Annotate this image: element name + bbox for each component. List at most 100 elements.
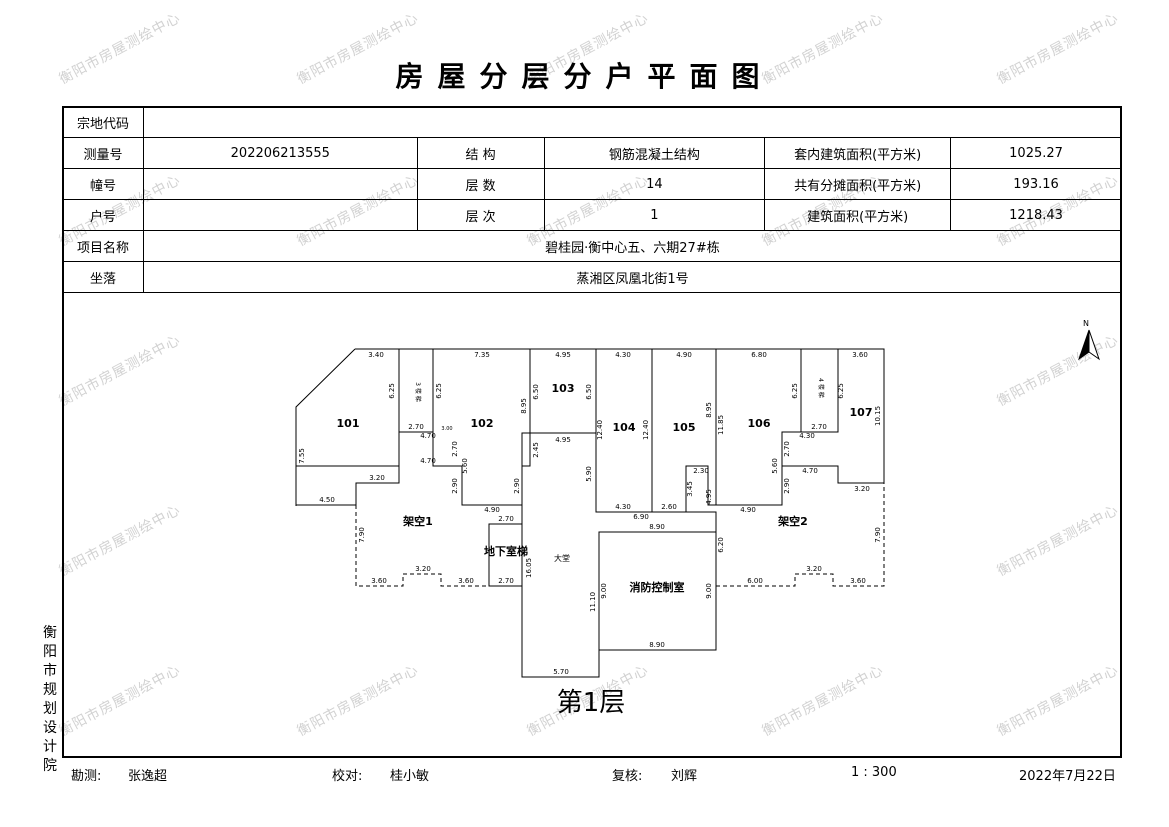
- building-no-value: [142, 168, 418, 200]
- dim-label: 4.90: [676, 351, 692, 359]
- dim-label: 9.00: [705, 583, 713, 599]
- outline-basement-stair: [488, 523, 522, 587]
- reviewer-name: 刘辉: [671, 769, 698, 784]
- unit-no-label: 户号: [62, 199, 144, 231]
- outline-105: [652, 348, 717, 513]
- survey-no-label: 测量号: [62, 137, 144, 169]
- page-title: 房屋分层分户平面图: [395, 60, 774, 93]
- hall-label: 大堂: [554, 553, 570, 563]
- fire-control-label: 消防控制室: [630, 580, 685, 594]
- dim-label: 2.70: [408, 423, 424, 431]
- outline-107: [782, 348, 885, 484]
- void1-label: 架空1: [402, 514, 433, 528]
- dim-label: 3.60: [850, 577, 866, 585]
- outline-101-base: [295, 466, 400, 506]
- outline-void2: [716, 483, 885, 587]
- location-label: 坐落: [62, 261, 144, 293]
- dim-label: 8.95: [520, 398, 528, 414]
- room-105-label: 105: [673, 421, 696, 434]
- dim-label: 6.25: [388, 383, 396, 399]
- room-107-label: 107: [850, 406, 873, 419]
- dim-label: 6.20: [717, 537, 725, 553]
- dim-label: 2.45: [532, 442, 540, 458]
- dim-label: 12.40: [642, 420, 650, 440]
- dim-label: 2.90: [783, 478, 791, 494]
- dim-label: 2.70: [498, 577, 514, 585]
- dim-label: 2.60: [661, 503, 677, 511]
- outline-103: [530, 348, 597, 434]
- outline-void1: [355, 505, 489, 587]
- dim-label: 3.00: [441, 426, 452, 432]
- outline-fire-control: [599, 531, 717, 651]
- dim-label: 4.95: [705, 489, 713, 505]
- stair4-label: 4 楼 梯: [817, 378, 825, 398]
- floor-caption: 第1层: [557, 688, 626, 718]
- dim-label: 6.00: [747, 577, 763, 585]
- north-arrow-icon: [1078, 329, 1090, 361]
- room-104-label: 104: [613, 421, 636, 434]
- surveyor-name: 张逸超: [128, 769, 168, 784]
- dim-label: 9.00: [600, 583, 608, 599]
- location-value: 蒸湘区凤凰北街1号: [142, 261, 1123, 293]
- dim-label: 12.40: [596, 420, 604, 440]
- total-area-label: 建筑面积(平方米): [764, 199, 952, 231]
- building-no-label: 幢号: [62, 168, 144, 200]
- inner-area-value: 1025.27: [950, 137, 1122, 169]
- dim-label: 5.90: [585, 466, 593, 482]
- dim-label: 3.40: [368, 351, 384, 359]
- dim-label: 7.90: [358, 527, 366, 543]
- reviewer-label: 复核:: [612, 769, 643, 784]
- dim-label: 5.60: [771, 458, 779, 474]
- dim-label: 8.90: [649, 523, 665, 531]
- dim-label: 2.30: [693, 467, 709, 475]
- dim-label: 10.15: [874, 406, 882, 426]
- dim-label: 8.95: [705, 402, 713, 418]
- dim-label: 4.95: [555, 351, 571, 359]
- dim-label: 3.60: [852, 351, 868, 359]
- dim-label: 7.55: [298, 448, 306, 464]
- dim-label: 2.90: [513, 478, 521, 494]
- dim-label: 4.90: [484, 506, 500, 514]
- dim-label: 11.10: [589, 592, 597, 612]
- dim-label: 4.50: [319, 496, 335, 504]
- dim-label: 4.30: [615, 351, 631, 359]
- dim-label: 4.90: [740, 506, 756, 514]
- dim-label: 3.20: [806, 565, 822, 573]
- inner-area-label: 套内建筑面积(平方米): [764, 137, 952, 169]
- info-table: 宗地代码 测量号 202206213555 结 构 钢筋混凝土结构 套内建筑面积…: [62, 106, 1123, 293]
- dim-label: 2.90: [451, 478, 459, 494]
- stair3-label: 3 楼 梯: [414, 382, 422, 402]
- dim-label: 6.25: [791, 383, 799, 399]
- room-101-label: 101: [337, 417, 360, 430]
- dim-label: 5.70: [553, 668, 569, 676]
- dim-label: 6.50: [532, 384, 540, 400]
- date: 2022年7月22日: [1019, 769, 1116, 784]
- dim-label: 7.35: [474, 351, 490, 359]
- dim-label: 3.60: [458, 577, 474, 585]
- north-arrow-icon: [1088, 329, 1100, 361]
- total-area-value: 1218.43: [950, 199, 1122, 231]
- structure-label: 结 构: [416, 137, 545, 169]
- dim-label: 5.60: [461, 458, 469, 474]
- dim-label: 4.30: [799, 432, 815, 440]
- institute-label: 衡阳市规划设计院: [43, 625, 57, 774]
- dim-label: 6.50: [585, 384, 593, 400]
- dim-label: 3.45: [686, 481, 694, 497]
- shared-area-value: 193.16: [950, 168, 1122, 200]
- dim-label: 4.70: [802, 467, 818, 475]
- dim-label: 3.60: [371, 577, 387, 585]
- dim-label: 2.70: [811, 423, 827, 431]
- north-label: N: [1083, 319, 1089, 328]
- dim-label: 2.70: [783, 441, 791, 457]
- room-102-label: 102: [471, 417, 494, 430]
- dim-label: 6.90: [633, 513, 649, 521]
- dim-label: 16.05: [525, 558, 533, 578]
- dim-label: 6.25: [435, 383, 443, 399]
- room-106-label: 106: [748, 417, 771, 430]
- dim-label: 4.95: [555, 436, 571, 444]
- dim-label: 3.20: [369, 474, 385, 482]
- basement-stair-label: 地下室梯: [484, 544, 528, 558]
- project-value: 碧桂园·衡中心五、六期27#栋: [142, 230, 1123, 262]
- floors-value: 14: [543, 168, 766, 200]
